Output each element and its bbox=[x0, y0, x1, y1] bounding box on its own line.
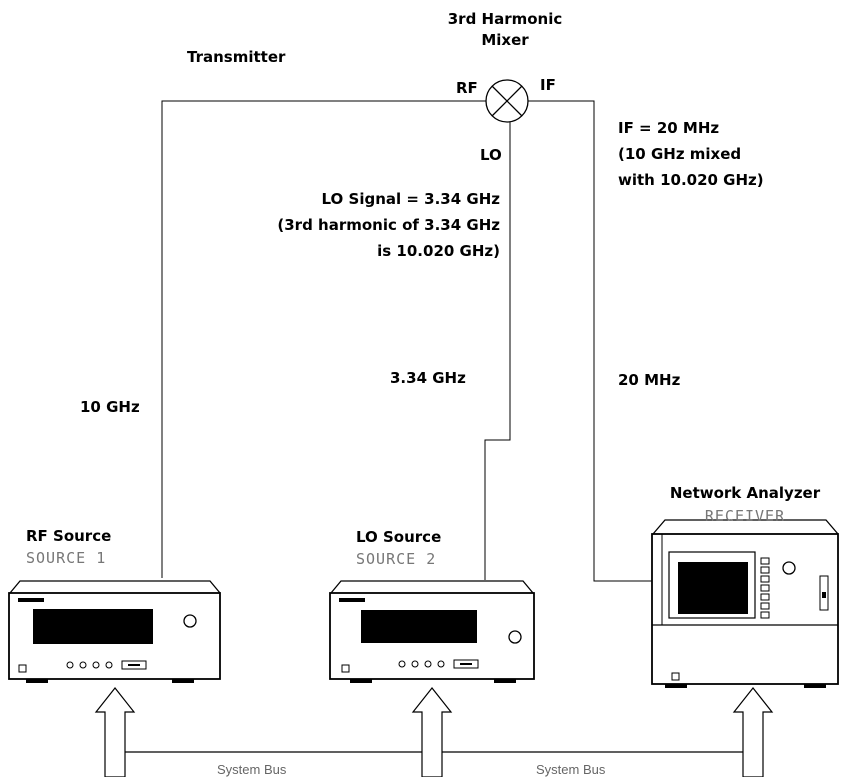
bus-arrow-rf-source bbox=[94, 687, 136, 777]
freq-label-rf: 10 GHz bbox=[80, 398, 140, 416]
lo-note-line3: is 10.020 GHz) bbox=[377, 242, 500, 260]
if-note-line1: IF = 20 MHz bbox=[618, 119, 720, 137]
rf-source-instrument bbox=[8, 580, 221, 683]
lo-source-instrument bbox=[329, 580, 535, 683]
lo-note-line1: LO Signal = 3.34 GHz bbox=[321, 190, 500, 208]
signal-wiring bbox=[161, 100, 652, 582]
rf-source-title: RF Source bbox=[26, 527, 112, 545]
lo-line bbox=[484, 122, 511, 580]
mixer-title-line2: Mixer bbox=[481, 31, 529, 49]
system-bus-label-right: System Bus bbox=[536, 762, 606, 777]
network-analyzer-instrument bbox=[651, 519, 839, 688]
freq-label-lo: 3.34 GHz bbox=[390, 369, 466, 387]
mixer-port-if: IF bbox=[540, 76, 556, 94]
bus-arrow-lo-source bbox=[411, 687, 453, 777]
lo-source-title: LO Source bbox=[356, 528, 442, 546]
system-bus bbox=[94, 687, 774, 777]
lo-note-line2: (3rd harmonic of 3.34 GHz bbox=[277, 216, 500, 234]
network-analyzer-subtitle: RECEIVER bbox=[704, 507, 786, 525]
rf-source-subtitle: SOURCE 1 bbox=[26, 549, 107, 567]
lo-source-subtitle: SOURCE 2 bbox=[356, 550, 437, 568]
transmitter-label: Transmitter bbox=[187, 48, 286, 66]
if-note-line3: with 10.020 GHz) bbox=[618, 171, 764, 189]
system-bus-label-left: System Bus bbox=[217, 762, 287, 777]
mixer-symbol bbox=[485, 79, 529, 123]
if-line bbox=[528, 100, 652, 582]
mixer-port-rf: RF bbox=[456, 79, 478, 97]
mixer-title-line1: 3rd Harmonic bbox=[447, 10, 563, 28]
rf-line bbox=[161, 100, 486, 578]
bus-arrow-network-analyzer bbox=[732, 687, 774, 777]
freq-label-if: 20 MHz bbox=[618, 371, 681, 389]
mixer-port-lo: LO bbox=[480, 146, 502, 164]
if-note-line2: (10 GHz mixed bbox=[618, 145, 742, 163]
network-analyzer-title: Network Analyzer bbox=[669, 484, 821, 502]
